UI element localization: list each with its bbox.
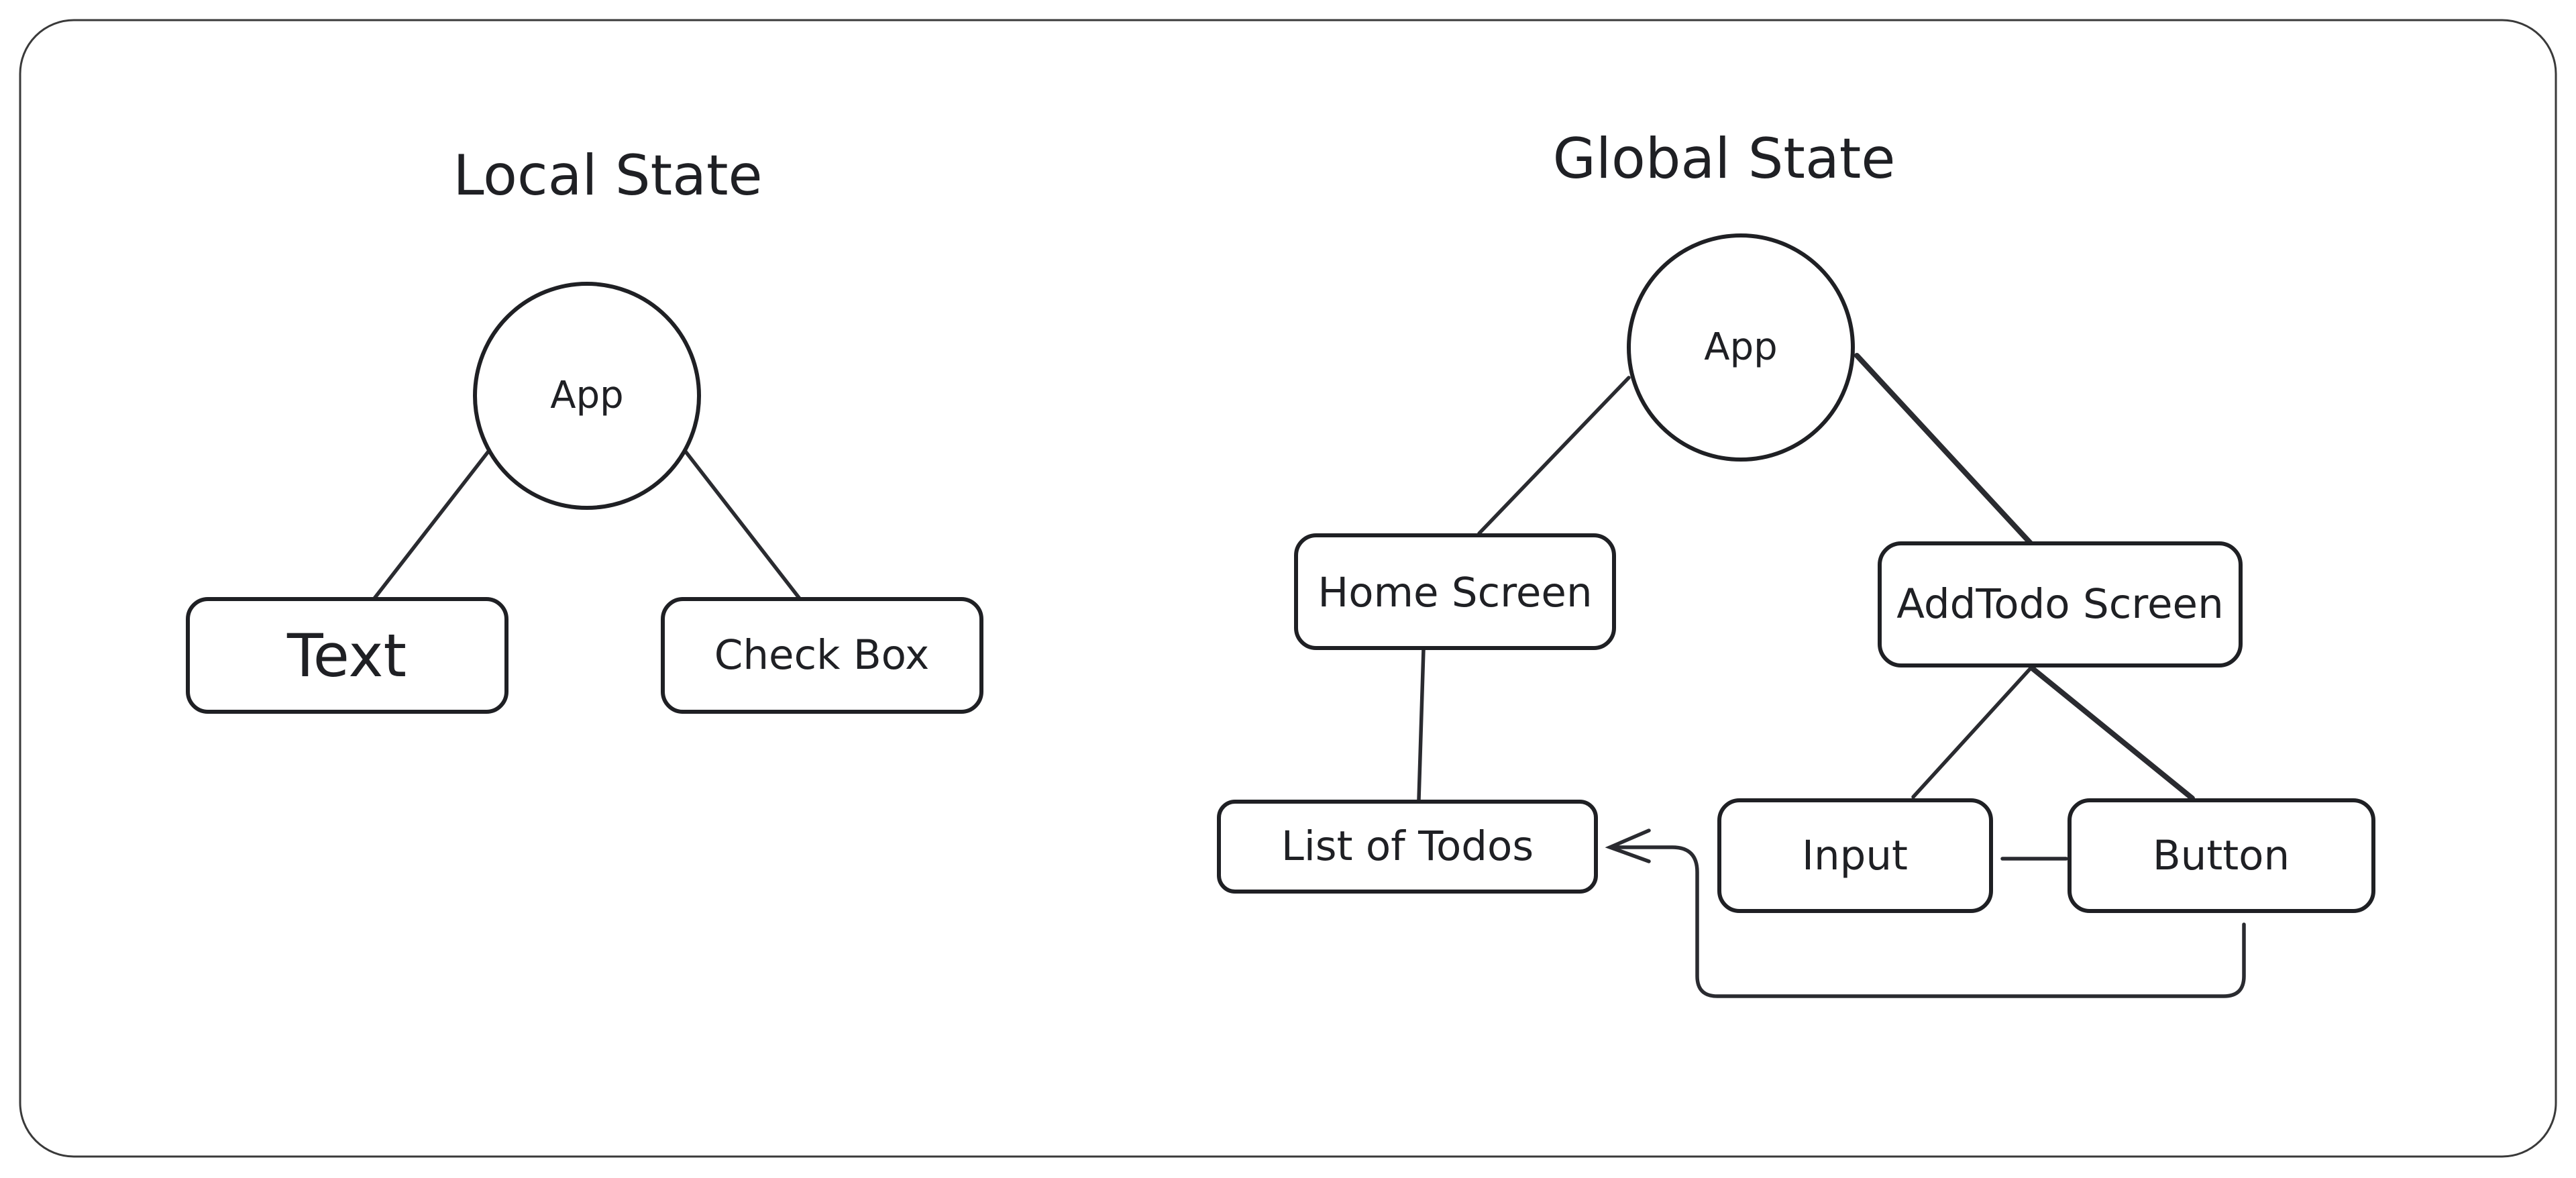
home-screen-node: Home Screen bbox=[1294, 533, 1616, 650]
addtodo-screen-label: AddTodo Screen bbox=[1896, 580, 2223, 628]
input-label: Input bbox=[1802, 832, 1908, 879]
edge-local-app-text bbox=[372, 449, 490, 600]
global-state-panel: Global State App Home Screen AddTodo Scr… bbox=[1217, 126, 2375, 998]
local-app-label: App bbox=[550, 374, 623, 417]
local-state-panel: Local State App Text Check Box bbox=[186, 143, 983, 714]
input-node: Input bbox=[1717, 798, 1993, 913]
local-checkbox-label: Check Box bbox=[714, 631, 929, 679]
global-app-label: App bbox=[1704, 325, 1777, 369]
home-screen-label: Home Screen bbox=[1318, 569, 1592, 617]
button-label: Button bbox=[2153, 832, 2290, 879]
edge-global-app-home bbox=[1477, 376, 1631, 535]
edge-global-app-addtodo bbox=[1854, 353, 2035, 548]
edge-local-app-checkbox bbox=[681, 446, 806, 606]
arrowhead-icon bbox=[1605, 828, 1651, 863]
local-text-node: Text bbox=[186, 597, 508, 714]
button-node: Button bbox=[2068, 798, 2375, 913]
edge-home-list bbox=[1417, 647, 1426, 802]
list-of-todos-node: List of Todos bbox=[1217, 800, 1598, 894]
list-of-todos-label: List of Todos bbox=[1281, 822, 1534, 870]
global-state-title: Global State bbox=[1553, 126, 1896, 191]
local-app-node: App bbox=[473, 282, 701, 510]
addtodo-screen-node: AddTodo Screen bbox=[1878, 541, 2243, 667]
local-text-label: Text bbox=[286, 621, 407, 690]
global-app-node: App bbox=[1627, 233, 1855, 462]
local-state-title: Local State bbox=[453, 143, 762, 208]
edge-addtodo-input bbox=[1911, 665, 2033, 799]
local-checkbox-node: Check Box bbox=[661, 597, 983, 714]
edge-addtodo-button bbox=[2029, 665, 2195, 801]
edge-button-to-list-arrow bbox=[1611, 845, 2246, 998]
